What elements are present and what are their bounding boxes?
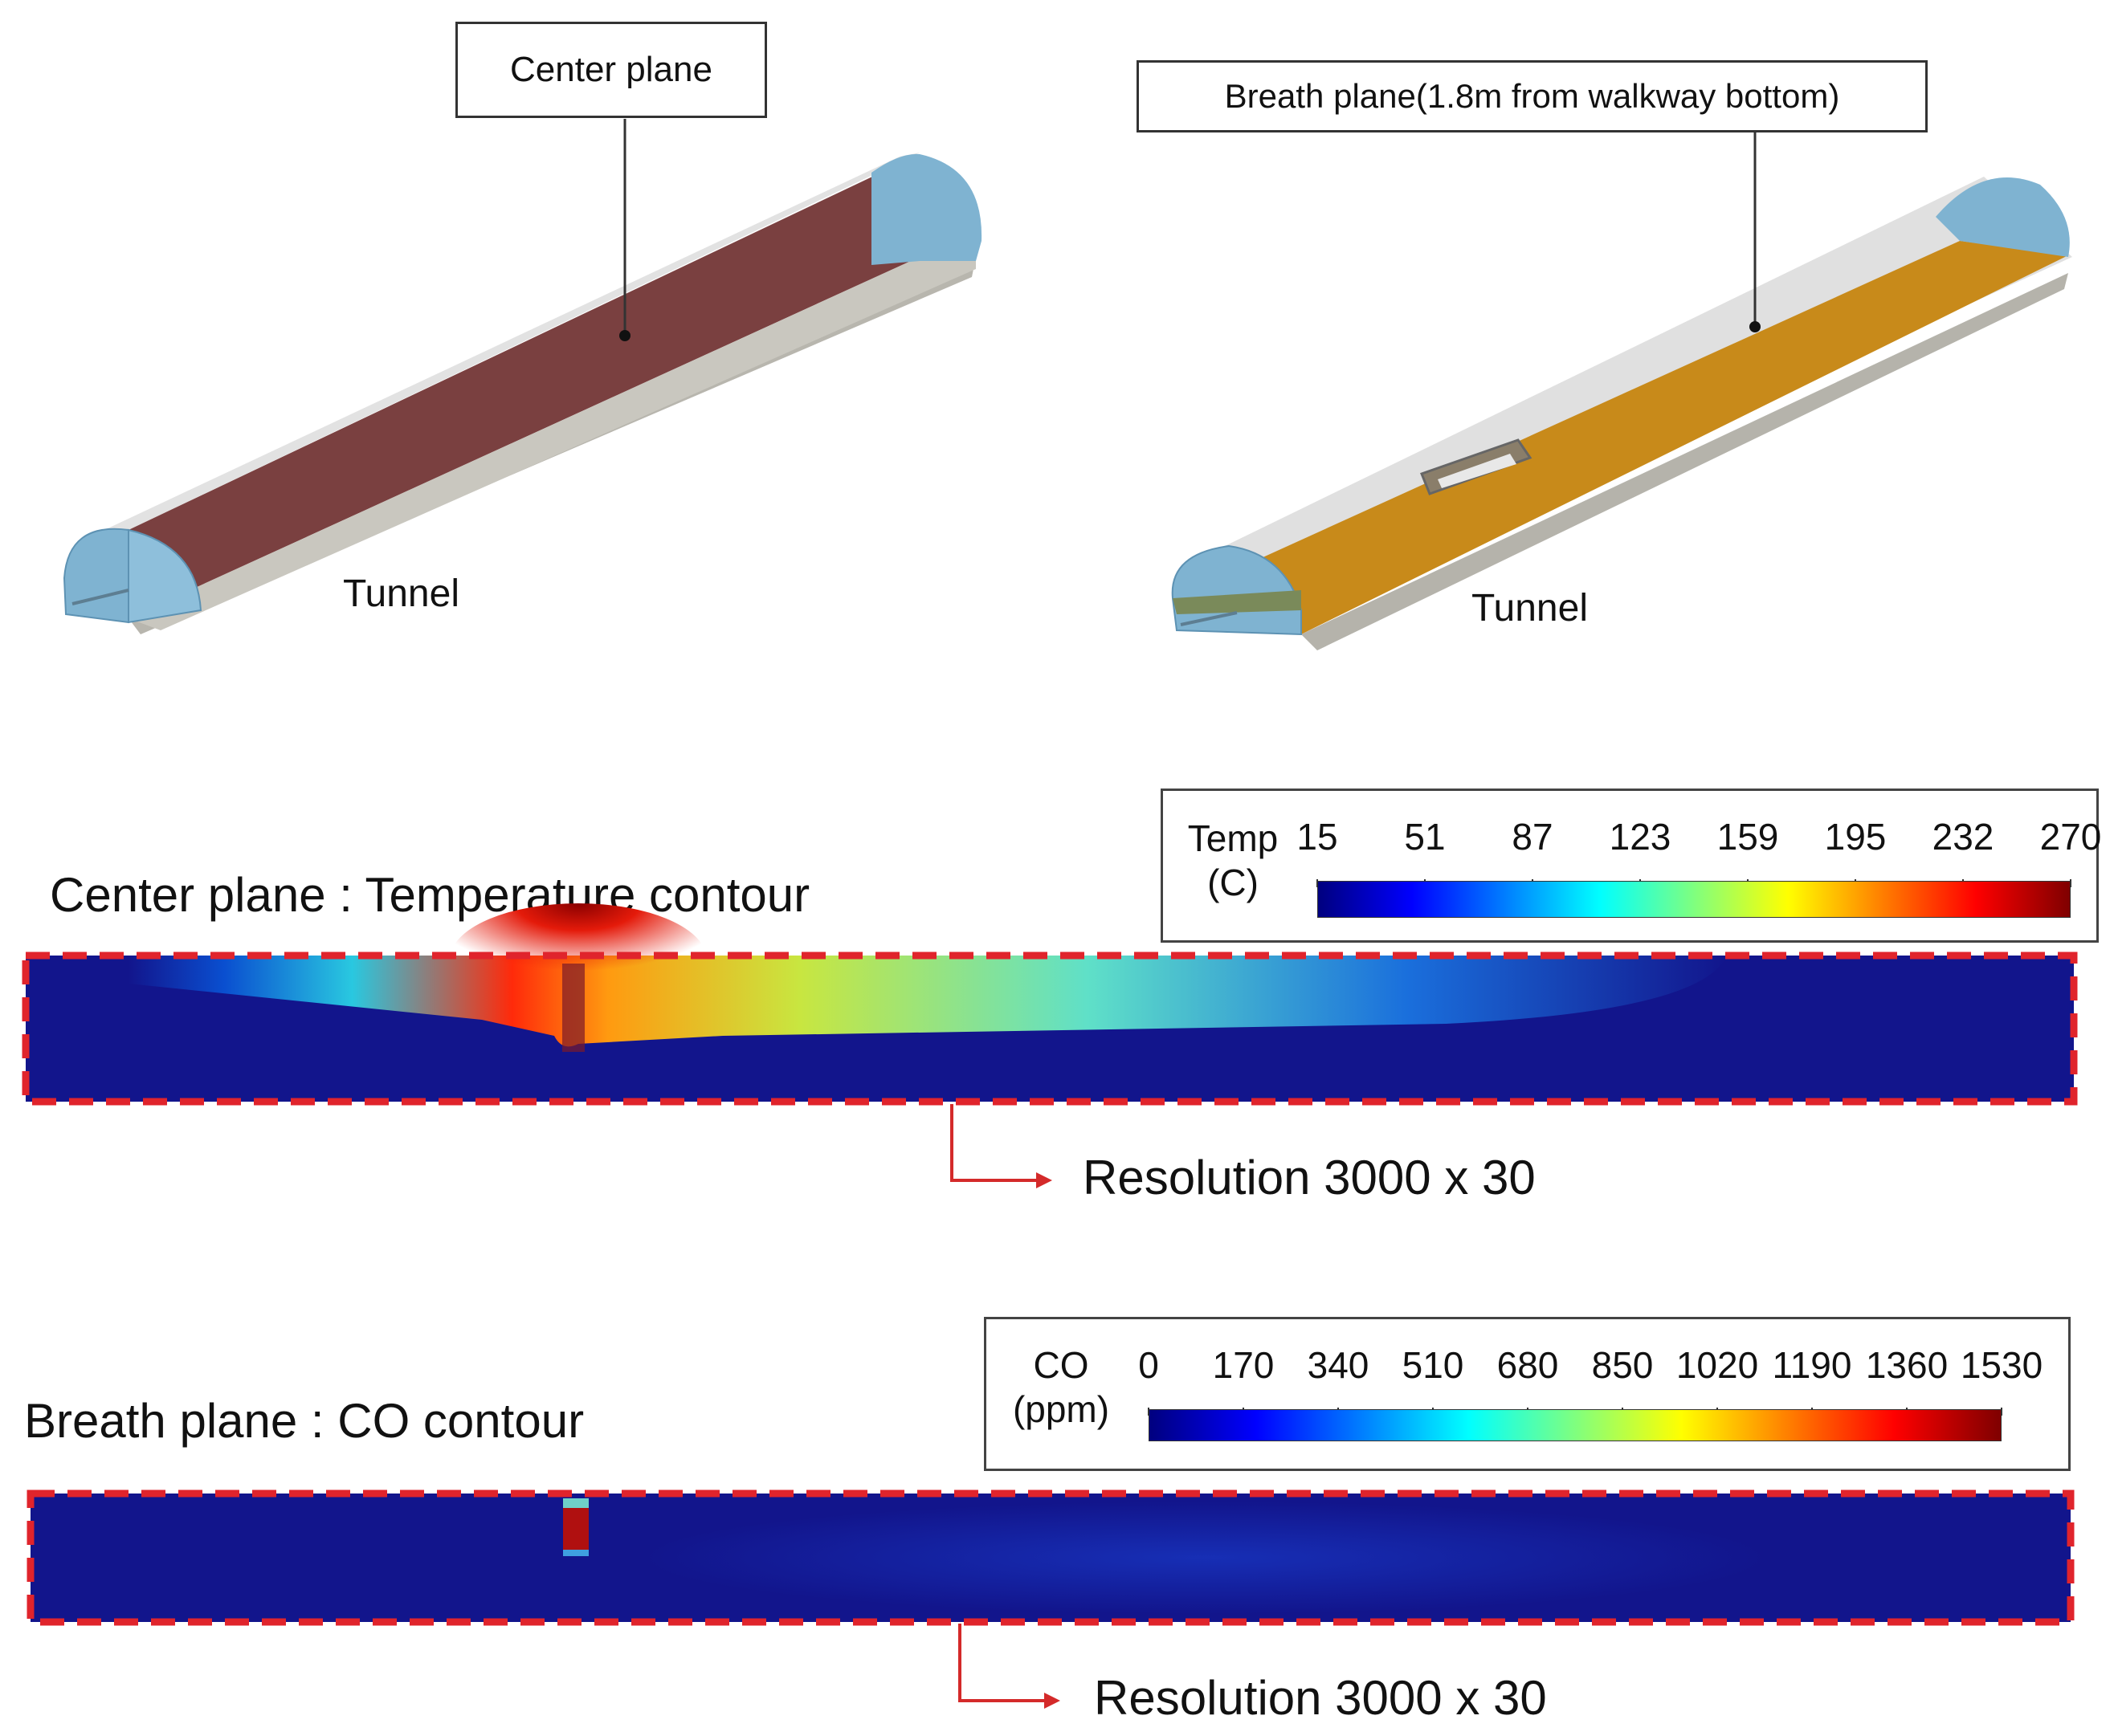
temperature-tick-label: 51 xyxy=(1404,816,1446,858)
fire-source-opening xyxy=(1438,454,1516,488)
center-plane-surface xyxy=(129,154,920,618)
co-fire-source-edge-top xyxy=(563,1498,589,1508)
temperature-arrow-line xyxy=(950,1104,1044,1182)
tunnel-far-end-right xyxy=(920,154,982,261)
temperature-field-dashed-border xyxy=(22,952,2078,1106)
co-tick-label: 340 xyxy=(1307,1344,1369,1386)
co-tick-label: 1190 xyxy=(1772,1344,1852,1386)
temperature-tick-label: 270 xyxy=(2039,816,2102,858)
co-field-background xyxy=(31,1494,2071,1622)
tunnel-rail xyxy=(71,589,129,605)
co-tick-label: 1020 xyxy=(1675,1344,1759,1386)
temperature-field-background xyxy=(26,956,2074,1102)
center-plane-tunnel-drawing xyxy=(63,119,982,634)
temperature-resolution-text: Resolution 3000 x 30 xyxy=(1083,1151,1536,1204)
breath-plane-leader-dot xyxy=(1749,321,1761,332)
co-tick-label: 1530 xyxy=(1960,1344,2043,1386)
temperature-legend: Temp (C) 15 51 87 123 159 195 232 270 xyxy=(1161,789,2102,943)
co-fire-source-edge-bottom xyxy=(563,1550,589,1556)
tunnel-near-end-left xyxy=(63,528,129,624)
breath-plane-callout: Breath plane(1.8m from walkway bottom) xyxy=(1137,60,1928,132)
temperature-tick-label: 87 xyxy=(1512,816,1553,858)
breath-near-plane-edge xyxy=(1173,590,1301,614)
co-tick-label: 680 xyxy=(1496,1344,1559,1386)
breath-tunnel-far-end xyxy=(1936,177,2070,257)
temperature-section-title: Center plane : Temperature contour xyxy=(50,868,810,922)
breath-tunnel-shell-bottom xyxy=(1301,273,2068,650)
co-tick-label: 850 xyxy=(1591,1344,1654,1386)
temperature-tick-label: 159 xyxy=(1716,816,1779,858)
co-tick-mark xyxy=(2001,1408,2002,1416)
temperature-fire-column xyxy=(562,964,585,1052)
temperature-legend-unit: (C) xyxy=(1207,862,1259,904)
temperature-tick-label: 195 xyxy=(1824,816,1887,858)
temperature-tick-label: 15 xyxy=(1296,816,1338,858)
temperature-smoke-layer xyxy=(129,956,1727,1047)
temperature-legend-variable: Temp (C) xyxy=(1181,817,1285,905)
co-tick-label: 510 xyxy=(1402,1344,1464,1386)
center-plane-leader-dot xyxy=(619,330,631,341)
tunnel-walkway xyxy=(129,257,976,630)
temperature-tick-label: 123 xyxy=(1609,816,1671,858)
breath-plane-tunnel-label: Tunnel xyxy=(1471,587,1588,630)
temperature-tick-mark xyxy=(2070,879,2071,887)
tunnel-shell-top xyxy=(104,153,920,530)
co-legend: CO (ppm) 0 170 340 510 680 850 1020 1190 1360 153… xyxy=(984,1317,2071,1471)
breath-tunnel-rail xyxy=(1180,611,1238,626)
co-legend-variable: CO (ppm) xyxy=(1001,1343,1121,1432)
co-fire-source xyxy=(563,1503,589,1553)
co-diffuse-region xyxy=(643,1502,1767,1614)
co-resolution-text: Resolution 3000 x 30 xyxy=(1094,1671,1547,1725)
co-legend-var-name: CO xyxy=(1033,1344,1089,1386)
co-field-dashed-border xyxy=(27,1489,2075,1626)
temperature-colorbar xyxy=(1317,881,2071,918)
co-arrow-head xyxy=(1044,1693,1060,1709)
co-legend-unit: (ppm) xyxy=(1012,1388,1110,1431)
temperature-arrow-head xyxy=(1036,1172,1052,1188)
co-arrow-line xyxy=(958,1624,1052,1702)
co-tick-label: 1360 xyxy=(1865,1344,1949,1386)
breath-plane-tunnel-drawing xyxy=(1171,132,2072,650)
center-plane-tunnel-label: Tunnel xyxy=(343,573,459,615)
tunnel-far-end-left xyxy=(871,153,920,265)
co-colorbar xyxy=(1149,1409,2002,1441)
temperature-legend-var-name: Temp xyxy=(1187,817,1279,859)
co-section-title: Breath plane : CO contour xyxy=(24,1394,585,1448)
co-tick-label: 0 xyxy=(1138,1344,1159,1386)
center-plane-callout: Center plane xyxy=(455,22,767,118)
breath-plane-surface xyxy=(1173,241,2068,634)
tunnel-near-end-right xyxy=(128,528,202,624)
co-tick-label: 170 xyxy=(1212,1344,1275,1386)
temperature-tick-label: 232 xyxy=(1932,816,1994,858)
